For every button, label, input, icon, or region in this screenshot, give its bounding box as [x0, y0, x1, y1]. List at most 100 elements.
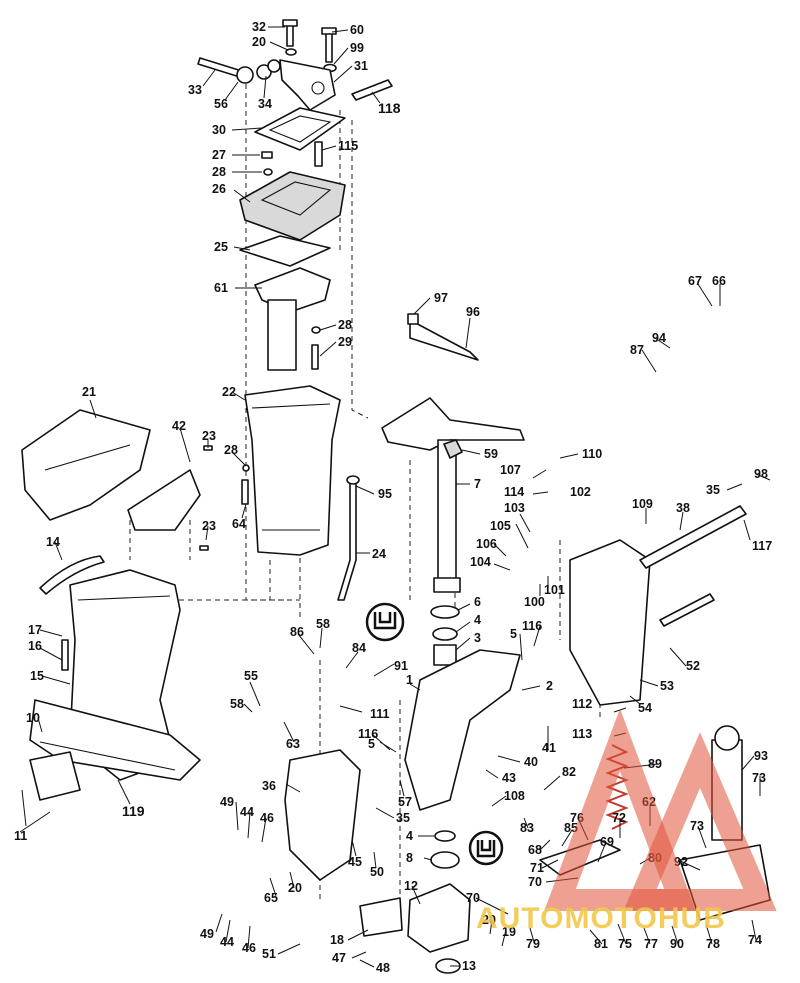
callout-4: 4 — [406, 829, 413, 843]
callout-107: 107 — [500, 463, 521, 477]
callout-36: 36 — [262, 779, 276, 793]
callout-25: 25 — [214, 240, 228, 254]
callout-18: 18 — [330, 933, 344, 947]
callout-119: 119 — [122, 803, 145, 819]
callout-54: 54 — [638, 701, 652, 715]
callout-86: 86 — [290, 625, 304, 639]
callout-51: 51 — [262, 947, 276, 961]
callout-48: 48 — [376, 961, 390, 975]
callout-114: 114 — [504, 485, 524, 499]
callout-46: 46 — [260, 811, 274, 825]
callout-2: 2 — [546, 679, 553, 693]
callout-63: 63 — [286, 737, 300, 751]
callout-11: 11 — [14, 829, 27, 843]
callout-23: 23 — [202, 519, 216, 533]
leader-lines — [19, 26, 771, 968]
callout-15: 15 — [30, 669, 44, 683]
callout-20: 20 — [252, 35, 266, 49]
callout-79: 79 — [526, 937, 540, 951]
callout-113: 113 — [572, 727, 592, 741]
callout-22: 22 — [222, 385, 236, 399]
callout-35: 35 — [706, 483, 720, 497]
callout-116: 116 — [358, 727, 378, 741]
callout-28: 28 — [212, 165, 226, 179]
callout-1: 1 — [406, 673, 413, 687]
callout-31: 31 — [354, 59, 368, 73]
callout-115: 115 — [338, 139, 358, 153]
callout-87: 87 — [630, 343, 644, 357]
callout-38: 38 — [676, 501, 690, 515]
driveshaft-housing-group — [241, 385, 341, 556]
callout-67: 67 — [688, 274, 702, 288]
watermark-triangle-icon — [623, 732, 777, 911]
callout-12: 12 — [404, 879, 418, 893]
callout-5: 5 — [368, 737, 375, 751]
callout-27: 27 — [212, 148, 226, 162]
callout-49: 49 — [220, 795, 234, 809]
callout-72: 72 — [612, 811, 626, 825]
callout-104: 104 — [470, 555, 491, 569]
automotohub-watermark: AUTOMOTOHUB — [476, 708, 777, 935]
callout-75: 75 — [618, 937, 632, 951]
callout-74: 74 — [748, 933, 762, 947]
callout-60: 60 — [350, 23, 364, 37]
callout-94: 94 — [652, 331, 666, 345]
callout-29: 29 — [338, 335, 352, 349]
callout-97: 97 — [434, 291, 448, 305]
callout-24: 24 — [372, 547, 386, 561]
callout-61: 61 — [214, 281, 228, 295]
callout-52: 52 — [686, 659, 700, 673]
callout-82: 82 — [562, 765, 576, 779]
callout-101: 101 — [544, 583, 565, 597]
callout-96: 96 — [466, 305, 480, 319]
callout-71: 71 — [530, 861, 544, 875]
callout-42: 42 — [172, 419, 186, 433]
callout-40: 40 — [524, 755, 538, 769]
callout-57: 57 — [398, 795, 412, 809]
callout-26: 26 — [212, 182, 226, 196]
callout-labels: 32 60 20 99 33 56 34 31 118 30 115 27 28… — [14, 20, 772, 975]
callout-45: 45 — [348, 855, 362, 869]
callout-53: 53 — [660, 679, 674, 693]
callout-55: 55 — [244, 669, 258, 683]
callout-90: 90 — [670, 937, 684, 951]
callout-13: 13 — [462, 959, 476, 973]
callout-44: 44 — [220, 935, 234, 949]
callout-70: 70 — [466, 891, 480, 905]
callout-20: 20 — [288, 881, 302, 895]
callout-83: 83 — [520, 821, 534, 835]
callout-28: 28 — [224, 443, 238, 457]
callout-32: 32 — [252, 20, 266, 34]
callout-10: 10 — [26, 711, 40, 725]
exhaust-housing-group — [29, 555, 201, 801]
callout-41: 41 — [542, 741, 556, 755]
callout-6: 6 — [474, 595, 481, 609]
callout-56: 56 — [214, 97, 228, 111]
callout-64: 64 — [232, 517, 246, 531]
watermark-text: AUTOMOTOHUB — [476, 902, 726, 935]
callout-7: 7 — [474, 477, 481, 491]
callout-77: 77 — [644, 937, 658, 951]
callout-93: 93 — [754, 749, 768, 763]
callout-58: 58 — [316, 617, 330, 631]
callout-102: 102 — [570, 485, 591, 499]
callout-110: 110 — [582, 447, 602, 461]
callout-66: 66 — [712, 274, 726, 288]
callout-16: 16 — [28, 639, 42, 653]
callout-98: 98 — [754, 467, 768, 481]
callout-23: 23 — [202, 429, 216, 443]
callout-106: 106 — [476, 537, 497, 551]
callout-108: 108 — [504, 789, 525, 803]
callout-69: 69 — [600, 835, 614, 849]
callout-70: 70 — [528, 875, 542, 889]
callout-100: 100 — [524, 595, 545, 609]
callout-99: 99 — [350, 41, 364, 55]
callout-73: 73 — [690, 819, 704, 833]
callout-116: 116 — [522, 619, 542, 633]
callout-95: 95 — [378, 487, 392, 501]
callout-19: 19 — [502, 925, 516, 939]
callout-117: 117 — [752, 539, 772, 553]
callout-43: 43 — [502, 771, 516, 785]
callout-89: 89 — [648, 757, 662, 771]
